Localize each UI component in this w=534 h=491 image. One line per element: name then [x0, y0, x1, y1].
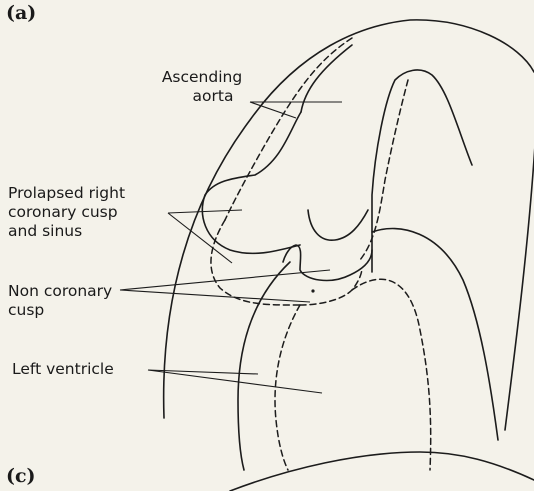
dashed-aorta-right [360, 80, 408, 260]
label-ascending-aorta: Ascending aorta [142, 68, 262, 106]
label-ascending-aorta-line1: Ascending [142, 68, 262, 87]
label-prolapsed-cusp-line3: and sinus [8, 222, 125, 241]
central-cusp-contour [308, 210, 368, 240]
label-left-ventricle: Left ventricle [12, 360, 114, 379]
dashed-ventricle [352, 279, 431, 470]
leader-noncoronary-1 [120, 270, 330, 290]
label-ascending-aorta-line2: aorta [142, 87, 262, 106]
dashed-aorta-left-lower [211, 220, 300, 305]
aorta-left-contour [202, 112, 301, 253]
marker-dot [311, 289, 314, 292]
label-non-coronary-line2: cusp [8, 301, 112, 320]
cusp-tip-contour [283, 245, 372, 280]
ventricle-right-contour [372, 228, 498, 440]
label-prolapsed-cusp-line2: coronary cusp [8, 203, 125, 222]
bottom-panel-arc [230, 452, 534, 491]
label-non-coronary-cusp: Non coronary cusp [8, 282, 112, 320]
label-left-ventricle-line1: Left ventricle [12, 360, 114, 379]
leader-noncoronary-2 [120, 290, 310, 302]
leader-cusp-2 [168, 213, 232, 263]
label-prolapsed-cusp: Prolapsed right coronary cusp and sinus [8, 184, 125, 241]
label-prolapsed-cusp-line1: Prolapsed right [8, 184, 125, 203]
right-wall-outline [505, 145, 534, 430]
label-non-coronary-line1: Non coronary [8, 282, 112, 301]
panel-label-a: (a) [6, 2, 36, 24]
leader-cusp-1 [168, 210, 242, 213]
ventricle-left-contour [238, 262, 290, 470]
panel-label-c: (c) [6, 465, 36, 487]
